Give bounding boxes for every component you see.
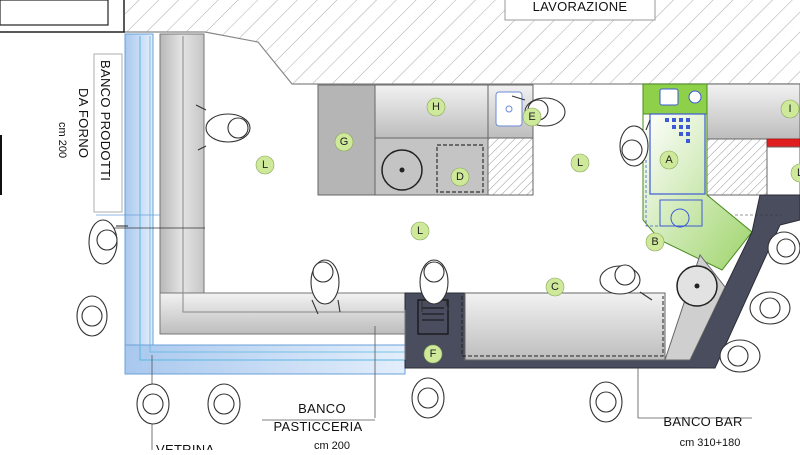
svg-text:H: H [432, 101, 440, 113]
markers: A B C D E F G H I L L L L [255, 97, 800, 364]
person-staff-5 [619, 119, 651, 167]
bar-counter [404, 194, 800, 369]
person-customer-7 [719, 339, 761, 373]
person-customer-5 [411, 377, 445, 419]
vetrina-label: VETRINA [156, 442, 214, 455]
person-customer-4 [207, 383, 241, 425]
marker-L-4: L [790, 163, 800, 183]
banco-pasticceria-line1: BANCO [298, 401, 346, 416]
vetrina-counter [124, 33, 406, 375]
marker-L-3: L [570, 153, 590, 173]
marker-A: A [659, 150, 679, 170]
person-customer-8 [749, 291, 791, 325]
back-counter [317, 84, 534, 196]
person-staff-1 [195, 104, 251, 151]
lavorazione-label-box: LAVORAZIONE [504, 0, 656, 21]
banco-bar-text: BANCO BAR [663, 414, 742, 429]
svg-text:L: L [417, 225, 423, 237]
top-wall [0, 0, 800, 195]
da-forno-text: DA FORNO [76, 88, 91, 158]
banco-pasticceria-line2: PASTICCERIA [273, 419, 362, 434]
vetrina-text: VETRINA [156, 442, 214, 450]
svg-text:D: D [456, 171, 464, 183]
marker-L-2: L [410, 221, 430, 241]
svg-text:A: A [665, 154, 673, 166]
person-staff-3 [419, 259, 449, 312]
marker-H: H [426, 97, 446, 117]
person-staff-6 [599, 264, 653, 301]
person-customer-3 [136, 383, 170, 425]
svg-text:C: C [551, 281, 559, 293]
marker-L-1: L [255, 155, 275, 175]
lavorazione-label: LAVORAZIONE [533, 0, 628, 14]
banco-pasticceria-dim: cm 200 [314, 440, 350, 450]
marker-F: F [423, 344, 443, 364]
banco-prodotti-counter [96, 33, 406, 335]
banco-bar-dim: cm 310+180 [680, 437, 741, 449]
marker-G: G [334, 132, 354, 152]
marker-B: B [645, 232, 665, 252]
svg-text:F: F [430, 348, 437, 360]
svg-text:I: I [788, 103, 791, 115]
banco-bar-label: BANCO BAR cm 310+180 [638, 414, 752, 449]
svg-text:E: E [528, 111, 535, 123]
svg-text:B: B [651, 236, 658, 248]
marker-D: D [450, 167, 470, 187]
svg-text:L: L [262, 159, 268, 171]
banco-pasticceria-label: BANCO PASTICCERIA cm 200 [262, 401, 375, 452]
svg-text:L: L [797, 167, 800, 179]
marker-E: E [522, 107, 542, 127]
person-customer-1 [88, 219, 128, 265]
banco-prodotti-text: BANCO PRODOTTI [98, 60, 113, 181]
svg-text:L: L [577, 157, 583, 169]
marker-I: I [780, 99, 800, 119]
svg-text:G: G [340, 136, 349, 148]
banco-prodotti-label: BANCO PRODOTTI DA FORNO cm 200 [56, 53, 123, 213]
person-customer-2 [76, 295, 108, 337]
person-staff-2 [310, 259, 341, 315]
banco-prodotti-dim: cm 200 [56, 122, 68, 158]
person-customer-9 [767, 231, 800, 265]
marker-C: C [545, 277, 565, 297]
person-customer-6 [589, 381, 623, 423]
